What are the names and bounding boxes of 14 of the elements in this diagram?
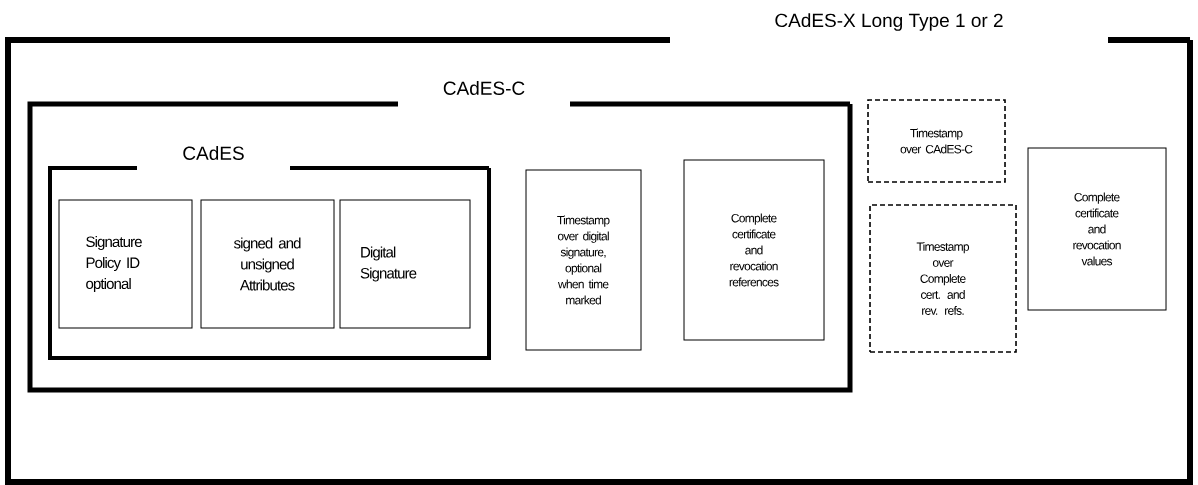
group-heading: CAdES-X Long Type 1 or 2 <box>775 13 1003 31</box>
group-frame <box>5 37 1193 485</box>
text-box: signed and unsigned Attributes <box>200 199 335 329</box>
group-frame <box>48 166 491 360</box>
text-box: Complete certificate and revocation references <box>683 159 825 341</box>
dashed-box: Timestamp over Complete cert. and rev. refs. <box>869 204 1017 353</box>
dashed-box: Timestamp over CAdES-C <box>867 99 1006 183</box>
text-box: Signature Policy ID optional <box>58 199 193 329</box>
group-frame <box>27 101 853 393</box>
group-heading: CAdES <box>183 146 244 160</box>
group-heading: CAdES-C <box>443 81 525 95</box>
text-box: Digital Signature <box>339 199 471 329</box>
text-box: Complete certificate and revocation values <box>1027 147 1167 311</box>
text-box: Timestamp over digital signature, optional when time marked <box>525 169 642 351</box>
